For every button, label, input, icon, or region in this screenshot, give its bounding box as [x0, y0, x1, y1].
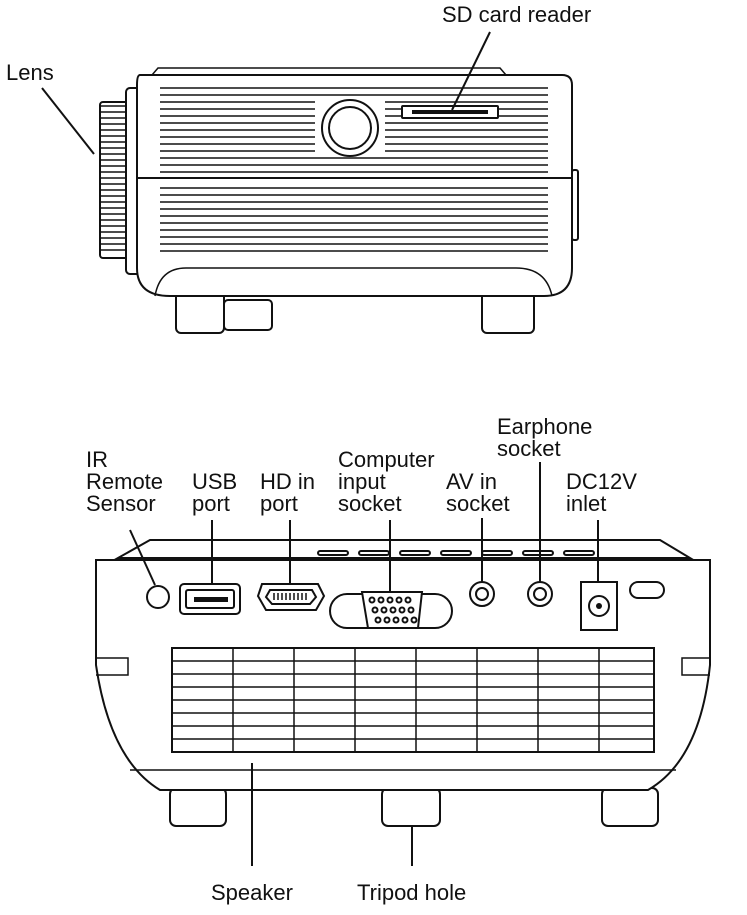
side-top-lip [151, 67, 507, 76]
label-av-in-socket-line: socket [446, 491, 510, 516]
label-ir-remote-sensor-line: Sensor [86, 491, 156, 516]
dc12v-inlet [580, 581, 618, 631]
label-av-in-socket-line: AV in [446, 469, 497, 494]
projector-side-view [41, 31, 579, 334]
top-vent-slots [317, 550, 595, 556]
label-earphone-socket-line: Earphone [497, 414, 593, 439]
label-av-in-socket: AV in socket [446, 471, 510, 515]
label-usb-port-line: port [192, 491, 230, 516]
label-hd-in-port-line: port [260, 491, 298, 516]
label-computer-input-socket: Computer input socket [338, 449, 435, 515]
label-earphone-socket: Earphone socket [497, 416, 592, 460]
back-foot-center [381, 787, 441, 827]
side-rear-buttons [571, 169, 579, 241]
label-tripod-hole: Tripod hole [357, 880, 467, 905]
label-sd-card-reader: SD card reader [442, 2, 592, 27]
computer-input-socket [329, 591, 453, 629]
lens [99, 87, 143, 275]
earphone-socket [527, 581, 553, 607]
label-speaker: Speaker [211, 880, 293, 905]
projector-back-view [95, 462, 711, 866]
ir-remote-sensor [146, 585, 170, 609]
usb-port [179, 583, 241, 615]
back-corner-right [681, 657, 710, 676]
label-ir-remote-sensor-line: IR [86, 447, 108, 472]
hd-in-port [256, 583, 326, 611]
label-lens: Lens [6, 60, 54, 85]
lens-leader [41, 87, 95, 155]
label-computer-input-socket-line: socket [338, 491, 402, 516]
speaker-grille-slots [172, 648, 654, 752]
back-foot-left [169, 787, 227, 827]
label-earphone-socket-line: socket [497, 436, 561, 461]
label-ir-remote-sensor-line: Remote [86, 469, 164, 494]
label-hd-in-port-line: HD in [260, 469, 316, 494]
sd-card-reader-leader [451, 31, 491, 111]
label-computer-input-socket-line: Computer [338, 447, 435, 472]
label-ir-remote-sensor: IR Remote Sensor [86, 449, 163, 515]
lock-slot [629, 581, 665, 599]
side-foot-front-rear [223, 299, 273, 331]
label-computer-input-socket-line: input [338, 469, 386, 494]
label-usb-port-line: USB [192, 469, 238, 494]
label-dc12v-inlet-line: inlet [566, 491, 607, 516]
back-corner-left [96, 657, 129, 676]
av-in-socket [469, 581, 495, 607]
label-dc12v-inlet: DC12V inlet [566, 471, 637, 515]
back-foot-right [601, 787, 659, 827]
ir-remote-sensor-leader [129, 529, 156, 586]
focus-knob [328, 106, 372, 150]
label-usb-port: USB port [192, 471, 237, 515]
side-bottom-skirt [154, 267, 553, 297]
label-dc12v-inlet-line: DC12V [566, 469, 637, 494]
sd-card-slot-opening [412, 110, 488, 114]
label-hd-in-port: HD in port [260, 471, 315, 515]
